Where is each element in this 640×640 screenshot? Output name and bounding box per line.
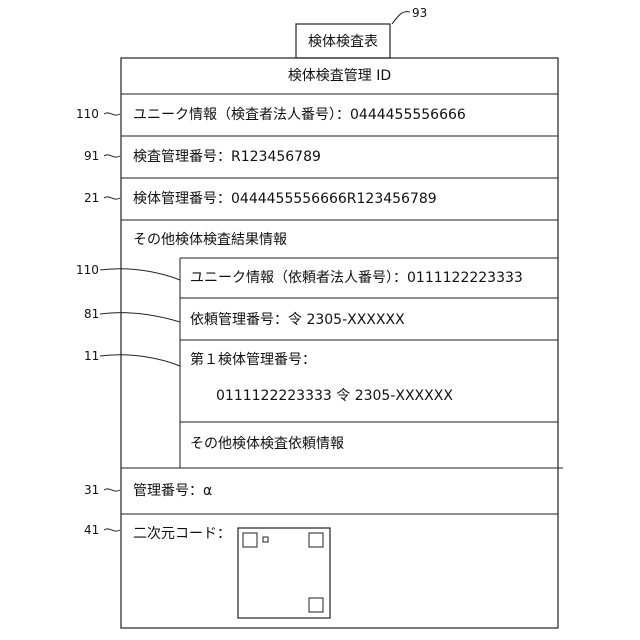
leader-21 (104, 197, 120, 199)
qr-finder-top-left (243, 533, 257, 547)
ref-110: 110 (76, 107, 99, 121)
inspection-management-number: 検査管理番号：R123456789 (133, 149, 321, 165)
ref-41: 41 (84, 523, 99, 537)
unique-info-inspector: ユニーク情報（検査者法人番号）：0444455556666 (133, 107, 466, 123)
ref-93: 93 (412, 6, 427, 20)
leader-81 (100, 313, 180, 322)
first-specimen-number-label: 第１検体管理番号： (190, 352, 316, 368)
unique-info-requester: ユニーク情報（依頼者法人番号）：0111122223333 (190, 270, 523, 286)
ref-21: 21 (84, 191, 99, 205)
ref-110-inner: 110 (76, 263, 99, 277)
ref-11: 11 (84, 349, 99, 363)
leader-110-inner (100, 269, 180, 280)
ref-81: 81 (84, 307, 99, 321)
ref-31: 31 (84, 483, 99, 497)
leader-11 (100, 355, 180, 366)
qr-code-frame (238, 528, 330, 618)
qr-code-label: 二次元コード： (133, 526, 231, 542)
ref-91: 91 (84, 149, 99, 163)
table-header: 検体検査管理 ID (121, 68, 558, 84)
outer-table (121, 58, 558, 628)
specimen-management-number: 検体管理番号：0444455556666R123456789 (133, 191, 437, 207)
leader-31 (104, 489, 120, 491)
request-management-number: 依頼管理番号：令 2305-XXXXXX (190, 312, 405, 328)
first-specimen-number-value: 0111122223333 令 2305-XXXXXX (216, 388, 453, 404)
leader-91 (104, 155, 120, 157)
qr-small-marker (263, 537, 268, 542)
leader-93 (392, 12, 410, 24)
other-result-info: その他検体検査結果情報 (133, 232, 287, 248)
leader-41 (104, 529, 120, 531)
qr-finder-bottom-right (309, 598, 323, 612)
qr-finder-top-right (309, 533, 323, 547)
tab-label: 検体検査表 (300, 34, 386, 50)
leader-110-top (104, 113, 120, 115)
management-number-alpha: 管理番号：α (133, 483, 212, 499)
other-request-info: その他検体検査依頼情報 (190, 436, 344, 452)
